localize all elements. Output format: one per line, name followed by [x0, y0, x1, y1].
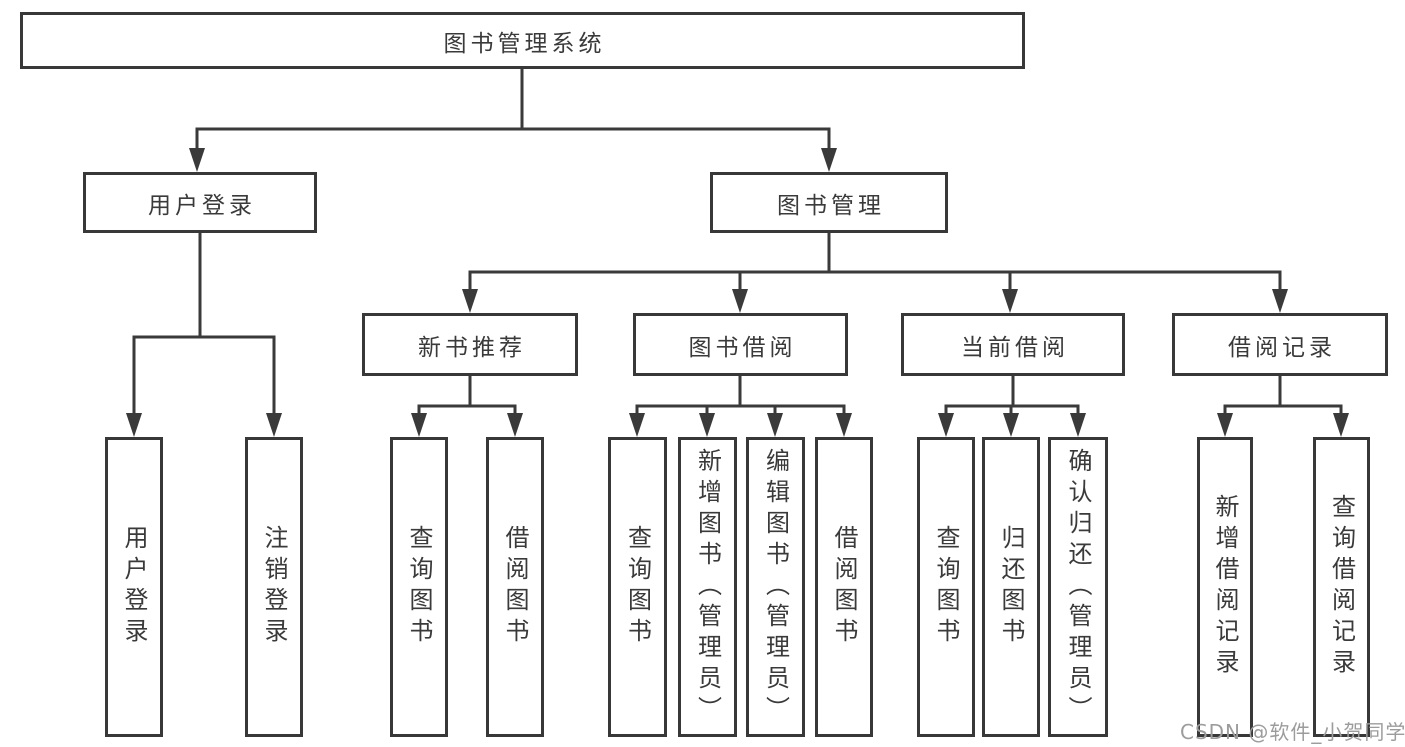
- node-label: 查询借阅记录: [1327, 494, 1356, 680]
- node-label: 归还图书: [997, 525, 1025, 649]
- leaf-return-books: 归还图书: [982, 437, 1040, 737]
- arrow-down-icon: [821, 148, 837, 172]
- node-label: 用户登录: [148, 192, 256, 219]
- arrow-down-icon: [126, 413, 142, 437]
- connector-root-to-level2: [195, 67, 831, 155]
- node-book-borrowing: 图书借阅: [633, 313, 848, 376]
- connector-newbooks-to-leaves: [417, 374, 517, 420]
- arrowheads: [126, 148, 1349, 437]
- leaf-add-borrow-record: 新增借阅记录: [1197, 437, 1253, 737]
- connector-records-to-leaves: [1223, 374, 1343, 420]
- node-label: 查询图书: [623, 525, 652, 649]
- connector-bookborrow-to-leaves: [635, 374, 846, 420]
- connector-curborrow-to-leaves: [944, 374, 1080, 420]
- node-label: 新书推荐: [418, 334, 526, 361]
- node-user-login: 用户登录: [83, 172, 317, 233]
- arrow-down-icon: [189, 148, 205, 172]
- leaf-user-login: 用户登录: [105, 437, 163, 737]
- node-borrowing-records: 借阅记录: [1172, 313, 1388, 376]
- arrow-down-icon: [1333, 413, 1349, 437]
- arrow-down-icon: [699, 413, 715, 437]
- node-label: 借阅图书: [830, 525, 858, 649]
- leaf-query-borrow-record: 查询借阅记录: [1313, 437, 1370, 737]
- node-label: 确认归还（管理员）: [1064, 447, 1092, 727]
- leaf-logout: 注销登录: [245, 437, 303, 737]
- leaf-query-books-borrow: 查询图书: [608, 437, 667, 737]
- arrow-down-icon: [1070, 413, 1086, 437]
- arrow-down-icon: [1002, 289, 1018, 313]
- arrow-down-icon: [411, 413, 427, 437]
- arrow-down-icon: [1217, 413, 1233, 437]
- arrow-down-icon: [507, 413, 523, 437]
- arrow-down-icon: [836, 413, 852, 437]
- node-label: 借阅图书: [501, 525, 529, 649]
- arrow-down-icon: [462, 289, 478, 313]
- leaf-borrow-books-recommend: 借阅图书: [486, 437, 544, 737]
- node-label: 用户登录: [120, 525, 148, 649]
- node-label: 当前借阅: [961, 334, 1069, 361]
- arrow-down-icon: [629, 413, 645, 437]
- arrow-down-icon: [767, 413, 783, 437]
- node-library-management-system: 图书管理系统: [20, 12, 1025, 69]
- node-label: 借阅记录: [1228, 334, 1336, 361]
- arrow-down-icon: [1003, 413, 1019, 437]
- arrow-down-icon: [1272, 289, 1288, 313]
- node-label: 查询图书: [932, 525, 960, 649]
- node-new-book-recommendation: 新书推荐: [362, 313, 578, 376]
- connector-bookmgmt-to-level3: [468, 231, 1282, 296]
- node-label: 图书管理: [777, 192, 885, 219]
- node-current-borrowing: 当前借阅: [901, 313, 1125, 376]
- node-label: 注销登录: [260, 525, 288, 649]
- arrow-down-icon: [266, 413, 282, 437]
- node-label: 新增图书（管理员）: [693, 447, 722, 727]
- leaf-query-books-recommend: 查询图书: [390, 437, 448, 737]
- leaf-confirm-return-admin: 确认归还（管理员）: [1048, 437, 1108, 737]
- connector-userlogin-to-leaves: [132, 231, 276, 420]
- leaf-edit-books-admin: 编辑图书（管理员）: [746, 437, 805, 737]
- arrow-down-icon: [938, 413, 954, 437]
- node-label: 编辑图书（管理员）: [761, 447, 790, 727]
- node-label: 新增借阅记录: [1211, 494, 1239, 680]
- csdn-watermark: CSDN @软件_小贺同学: [1180, 720, 1405, 744]
- node-label: 图书借阅: [688, 334, 797, 361]
- node-book-management: 图书管理: [710, 172, 948, 233]
- arrow-down-icon: [732, 289, 748, 313]
- leaf-borrow-books: 借阅图书: [815, 437, 873, 737]
- leaf-query-books-current: 查询图书: [917, 437, 975, 737]
- node-label: 查询图书: [405, 525, 433, 649]
- node-label: 图书管理系统: [443, 30, 606, 57]
- leaf-add-books-admin: 新增图书（管理员）: [678, 437, 737, 737]
